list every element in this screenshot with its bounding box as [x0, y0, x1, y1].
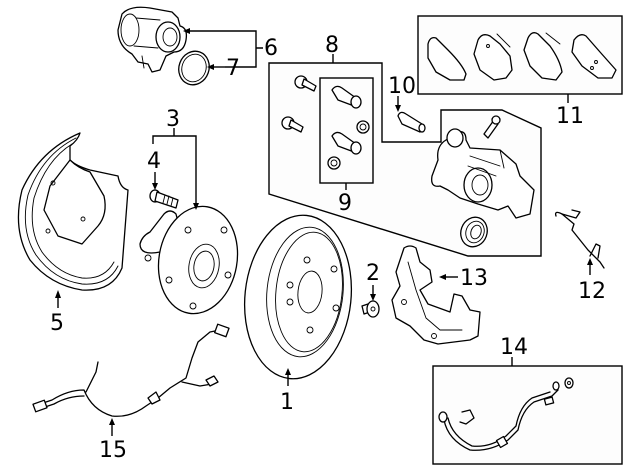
brake-pads[interactable] — [427, 32, 617, 81]
caliper-bracket[interactable] — [391, 245, 481, 345]
guide-pin-boots[interactable] — [327, 85, 370, 170]
guide-pin[interactable] — [397, 111, 426, 133]
brake-hose-group-box — [432, 365, 623, 465]
arrowhead-1 — [285, 368, 291, 375]
callout-label-6: 6 — [264, 36, 278, 61]
callout-6-leader — [186, 30, 263, 68]
arrowhead-13 — [439, 274, 446, 280]
arrowhead-5 — [55, 290, 61, 298]
callout-label-2: 2 — [366, 261, 380, 286]
splash-shield[interactable] — [17, 132, 129, 291]
parking-brake-actuator[interactable] — [117, 6, 188, 73]
brake-hose[interactable] — [438, 377, 574, 451]
pad-spring[interactable] — [554, 209, 605, 269]
callout-label-15: 15 — [99, 438, 127, 463]
wheel-stud[interactable] — [149, 189, 179, 209]
arrowhead-7 — [207, 64, 214, 70]
hub-bearing-assembly[interactable] — [139, 200, 246, 320]
callout-label-9: 9 — [338, 191, 352, 216]
callout-3-leader — [152, 128, 197, 205]
arrowhead-6 — [183, 28, 190, 34]
arrowhead-4 — [152, 183, 158, 190]
caliper-bolts[interactable] — [281, 75, 317, 133]
arrowhead-12 — [587, 258, 593, 265]
arrowhead-10 — [395, 105, 401, 112]
callout-label-7: 7 — [226, 56, 240, 81]
callout-label-8: 8 — [325, 33, 339, 58]
callout-label-11: 11 — [556, 104, 584, 129]
callout-label-5: 5 — [50, 311, 64, 336]
rotor-screw[interactable] — [361, 300, 380, 318]
arrowhead-2 — [370, 294, 376, 301]
brake-caliper[interactable] — [431, 115, 535, 251]
callout-label-14: 14 — [500, 335, 528, 360]
callout-label-1: 1 — [280, 390, 294, 415]
callout-label-4: 4 — [147, 149, 161, 174]
callout-label-3: 3 — [166, 107, 180, 132]
callout-label-13: 13 — [460, 266, 488, 291]
arrowhead-15 — [109, 418, 115, 425]
callout-label-10: 10 — [388, 74, 416, 99]
o-ring[interactable] — [174, 47, 214, 89]
callout-label-12: 12 — [578, 279, 606, 304]
arrowhead-3 — [193, 203, 199, 210]
abs-sensor-harness[interactable] — [32, 323, 230, 417]
brake-rotor[interactable] — [237, 210, 360, 384]
